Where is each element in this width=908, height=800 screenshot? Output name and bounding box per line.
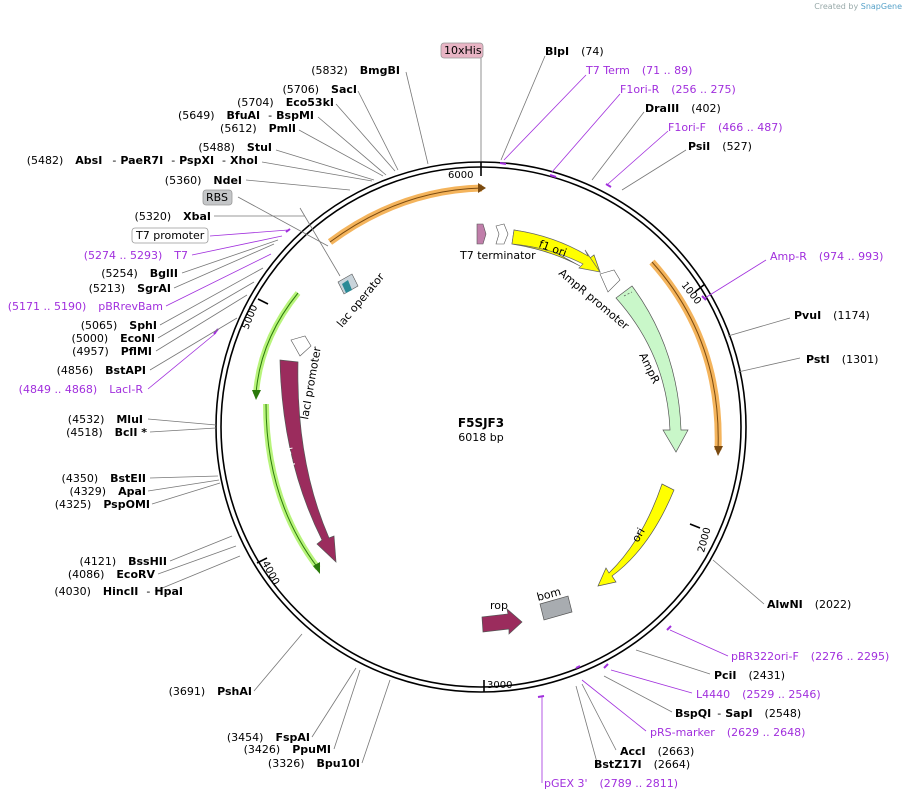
site-ecorv: (4086)EcoRV	[68, 568, 156, 581]
site-alwni: AlwNI(2022)	[767, 598, 851, 611]
primer-pbr322ori-f: pBR322ori-F(2276 .. 2295)	[731, 650, 889, 663]
site-ndei: (5360)NdeI	[165, 174, 242, 187]
site-psii: PsiI(527)	[688, 140, 752, 153]
site-bstz17i: BstZ17I(2664)	[594, 758, 690, 771]
green-arc-left-1-head	[252, 390, 261, 400]
site-psti: PstI(1301)	[806, 353, 878, 366]
his-tag-box: 10xHis	[440, 42, 484, 59]
primer-f1ori-f: F1ori-F(466 .. 487)	[668, 121, 783, 134]
ampr-dash	[623, 291, 633, 297]
tick-5000: 5000	[241, 303, 261, 331]
rop-arrow	[481, 608, 523, 635]
site-bspqi-sapi: BspQI-SapI(2548)	[675, 707, 801, 720]
features: f1 ori T7 terminator AmpR promoter AmpR …	[252, 183, 723, 635]
site-saci: (5706)SacI	[282, 83, 357, 96]
green-arc-left-1-edge	[255, 292, 299, 395]
orange-arc-top	[327, 184, 483, 245]
site-eco53ki: (5704)Eco53kI	[237, 96, 334, 109]
green-arc-left-2-edge	[265, 403, 319, 569]
leader-lines	[147, 55, 801, 783]
ori-label: ori	[629, 526, 647, 545]
site-bglii: (5254)BglII	[101, 267, 178, 280]
site-labels-right: BlpI(74) T7 Term(71 .. 89) F1ori-R(256 .…	[544, 45, 889, 790]
site-pmli: (5612)PmlI	[220, 122, 296, 135]
site-xbai: (5320)XbaI	[135, 210, 211, 223]
site-bstapi: (4856)BstAPI	[57, 364, 146, 377]
primer-pgex-3: pGEX 3'(2789 .. 2811)	[544, 777, 678, 790]
bom-box	[539, 595, 573, 621]
his-tag-label: 10xHis	[444, 44, 482, 57]
site-apai: (4329)ApaI	[70, 485, 146, 498]
ampr-promoter-arrow	[599, 269, 621, 293]
site-bmgbi: (5832)BmgBI	[311, 64, 400, 77]
orange-arc-top-edge	[329, 187, 483, 243]
plasmid-name: F5SJF3	[458, 416, 504, 430]
ampr-arrow	[615, 285, 689, 453]
site-absi-group: (5482)AbsI-PaeR7I-PspXI-XhoI	[27, 154, 258, 167]
site-bfuai-bspmi: (5649)BfuAI-BspMI	[178, 109, 314, 122]
site-pshai: (3691)PshAI	[169, 685, 252, 698]
laci-label: lacI	[281, 446, 297, 467]
site-acci: AccI(2663)	[620, 745, 694, 758]
lac-operator-core	[342, 280, 352, 293]
site-sphi: (5065)SphI	[81, 319, 157, 332]
t7-terminator-arrow	[495, 223, 509, 245]
snapgene-logo: SnapGene	[860, 2, 902, 11]
laci-arrow	[279, 359, 337, 563]
primer-f1ori-r: F1ori-R(256 .. 275)	[620, 83, 736, 96]
credit-prefix: Created by	[814, 2, 859, 11]
orange-arc-right-head	[714, 446, 723, 456]
site-bsteii: (4350)BstEII	[62, 472, 146, 485]
site-sgrai: (5213)SgrAI	[89, 282, 171, 295]
tick-3000: 3000	[487, 680, 512, 691]
primer-markers	[213, 162, 707, 698]
site-bpu10i: (3326)Bpu10I	[268, 757, 360, 770]
site-econi: (5000)EcoNI	[72, 332, 155, 345]
primer-amp-r: Amp-R(974 .. 993)	[770, 250, 883, 263]
site-fspai: (3454)FspAI	[227, 731, 310, 744]
site-hincii-hpai: (4030)HincII-HpaI	[54, 585, 183, 598]
site-bcli: (4518)BclI *	[66, 426, 147, 439]
plasmid-length: 6018 bp	[458, 431, 503, 444]
rbs-box: RBS	[202, 189, 233, 206]
tick-4000: 4000	[259, 559, 281, 587]
primer-laci-r: (4849 .. 4868)LacI-R	[19, 383, 144, 396]
primer-prs-marker: pRS-marker(2629 .. 2648)	[650, 726, 805, 739]
site-pvui: PvuI(1174)	[794, 309, 870, 322]
ori-arrow	[597, 483, 675, 587]
site-mlui: (4532)MluI	[68, 413, 143, 426]
primer-t7: (5274 .. 5293)T7	[84, 249, 188, 262]
bom-label: bom	[535, 585, 562, 604]
t7-promoter-box: T7 promoter	[131, 227, 209, 244]
primer-t7-term: T7 Term(71 .. 89)	[585, 64, 692, 77]
orange-arc-top-head	[478, 183, 486, 193]
f1-ori-body	[511, 229, 601, 273]
t7-terminator-label: T7 terminator	[459, 249, 536, 262]
laci-promoter-label: lacI promoter	[298, 345, 324, 420]
site-pcii: PciI(2431)	[714, 669, 785, 682]
lac-operator-label: lac operator	[334, 270, 387, 330]
snapgene-credit: Created by SnapGene	[814, 2, 902, 11]
tick-marks	[256, 162, 706, 692]
site-labels-left: (5832)BmgBI (5706)SacI (5704)Eco53kI (56…	[8, 64, 400, 770]
site-blpi: BlpI(74)	[545, 45, 604, 58]
site-pspomi: (4325)PspOMI	[55, 498, 150, 511]
orange-arc-right-edge	[651, 261, 719, 451]
primer-pbrrevbam: (5171 .. 5190)pBRrevBam	[8, 300, 163, 313]
f1-ori-label: f1 ori	[537, 238, 568, 260]
rbs-label: RBS	[206, 191, 228, 204]
rop-label: rop	[490, 599, 508, 612]
site-draiii: DraIII(402)	[645, 102, 721, 115]
t7-terminator-glyph	[476, 223, 487, 245]
laci-promoter-arrow	[290, 335, 312, 357]
t7-promoter-label: T7 promoter	[135, 229, 205, 242]
site-bsshii: (4121)BssHII	[80, 555, 167, 568]
primer-l4440: L4440(2529 .. 2546)	[696, 688, 821, 701]
site-stui: (5488)StuI	[198, 141, 272, 154]
green-arc-left-2-head	[313, 562, 320, 574]
tick-6000: 6000	[448, 170, 473, 181]
site-pflmi: (4957)PflMI	[72, 345, 152, 358]
site-ppumi: (3426)PpuMI	[244, 743, 331, 756]
